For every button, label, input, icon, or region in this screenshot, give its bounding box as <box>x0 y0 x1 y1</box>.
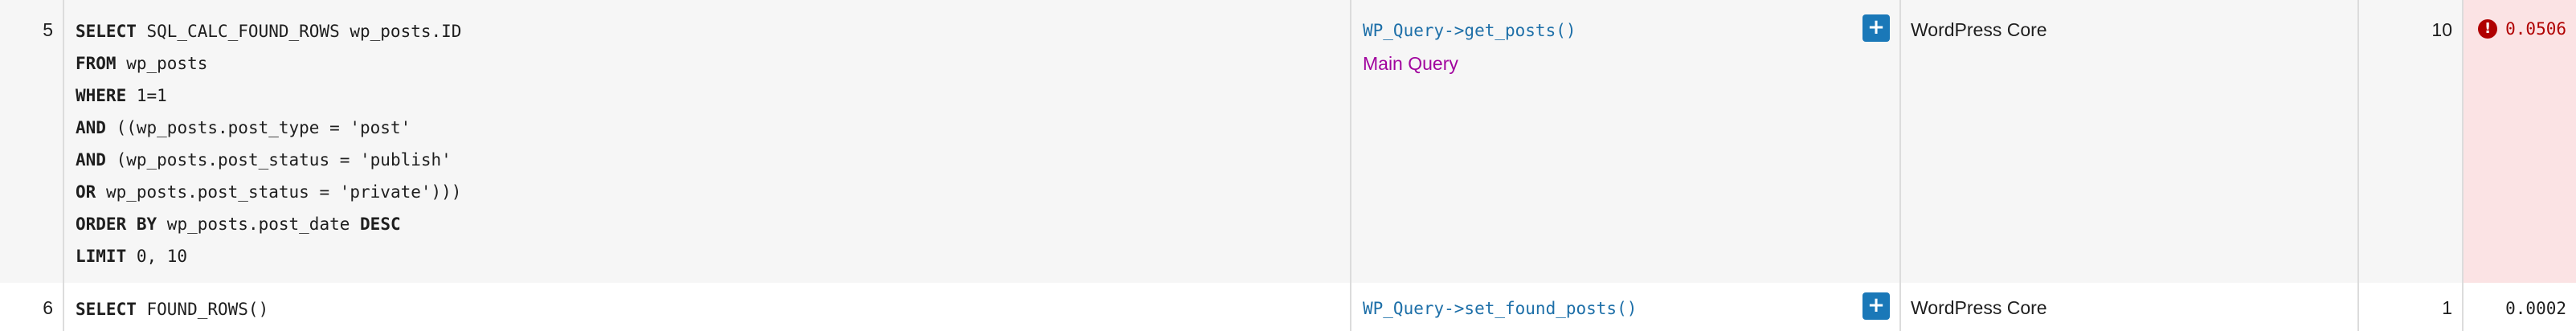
sql-line: LIMIT 0, 10 <box>76 244 461 276</box>
sql-line: SELECT FOUND_ROWS() <box>76 297 268 329</box>
sql-text: ((wp_posts.post_type = 'post' <box>105 118 411 137</box>
expand-stack-button[interactable]: + <box>1862 14 1890 42</box>
sql-query: SELECT SQL_CALC_FOUND_ROWS wp_posts.ID F… <box>76 19 461 276</box>
row-number: 5 <box>43 19 53 40</box>
main-query-label: Main Query <box>1363 53 1458 74</box>
sql-keyword: ORDER BY <box>76 215 157 234</box>
sql-keyword: AND <box>76 118 106 137</box>
row-number-cell: 6 <box>0 283 64 331</box>
caller-link[interactable]: WP_Query->get_posts() <box>1363 21 1576 40</box>
sql-text: wp_posts.post_status = 'private'))) <box>96 182 462 202</box>
sql-text: SQL_CALC_FOUND_ROWS wp_posts.ID <box>136 22 462 41</box>
sql-text: wp_posts.post_date <box>157 215 361 234</box>
time-cell: ! 0.0506 <box>2464 0 2576 283</box>
sql-line: AND ((wp_posts.post_type = 'post' <box>76 116 461 148</box>
component-cell: WordPress Core <box>1901 283 2359 331</box>
rows-cell: 10 <box>2359 0 2464 283</box>
time-wrap: ! 0.0506 <box>2478 19 2566 39</box>
sql-keyword: AND <box>76 150 106 170</box>
caller-cell: WP_Query->set_found_posts() + <box>1351 283 1901 331</box>
component-cell: WordPress Core <box>1901 0 2359 283</box>
query-time: 0.0002 <box>2505 299 2566 318</box>
sql-cell: SELECT FOUND_ROWS() <box>64 283 1351 331</box>
time-cell: 0.0002 <box>2464 283 2576 331</box>
query-row: 6 SELECT FOUND_ROWS() WP_Query->set_foun… <box>0 283 2576 331</box>
sql-text: wp_posts <box>116 54 208 73</box>
expand-stack-button[interactable]: + <box>1862 292 1890 320</box>
sql-keyword: SELECT <box>76 300 137 319</box>
query-row: 5 SELECT SQL_CALC_FOUND_ROWS wp_posts.ID… <box>0 0 2576 283</box>
rows-count: 1 <box>2442 297 2452 318</box>
sql-text: 0, 10 <box>126 247 188 266</box>
caller-link[interactable]: WP_Query->set_found_posts() <box>1363 299 1638 318</box>
component-name: WordPress Core <box>1911 297 2047 318</box>
caller-cell: WP_Query->get_posts() Main Query + <box>1351 0 1901 283</box>
sql-keyword: LIMIT <box>76 247 127 266</box>
sql-keyword: WHERE <box>76 86 127 105</box>
sql-line: WHERE 1=1 <box>76 84 461 116</box>
sql-query: SELECT FOUND_ROWS() <box>76 297 268 329</box>
row-number-cell: 5 <box>0 0 64 283</box>
sql-text: FOUND_ROWS() <box>136 300 269 319</box>
sql-keyword: FROM <box>76 54 117 73</box>
query-time: 0.0506 <box>2505 19 2566 39</box>
sql-text: 1=1 <box>126 86 167 105</box>
sql-text: (wp_posts.post_status = 'publish' <box>105 150 452 170</box>
sql-keyword: DESC <box>360 215 401 234</box>
sql-line: SELECT SQL_CALC_FOUND_ROWS wp_posts.ID <box>76 19 461 51</box>
time-wrap: 0.0002 <box>2505 299 2566 318</box>
rows-cell: 1 <box>2359 283 2464 331</box>
sql-line: ORDER BY wp_posts.post_date DESC <box>76 212 461 244</box>
component-name: WordPress Core <box>1911 19 2047 40</box>
sql-line: FROM wp_posts <box>76 51 461 84</box>
sql-line: AND (wp_posts.post_status = 'publish' <box>76 148 461 180</box>
sql-line: OR wp_posts.post_status = 'private'))) <box>76 180 461 212</box>
sql-keyword: SELECT <box>76 22 137 41</box>
row-number: 6 <box>43 297 53 318</box>
sql-cell: SELECT SQL_CALC_FOUND_ROWS wp_posts.ID F… <box>64 0 1351 283</box>
sql-keyword: OR <box>76 182 96 202</box>
slow-query-warning-icon: ! <box>2478 19 2498 39</box>
rows-count: 10 <box>2431 19 2452 40</box>
